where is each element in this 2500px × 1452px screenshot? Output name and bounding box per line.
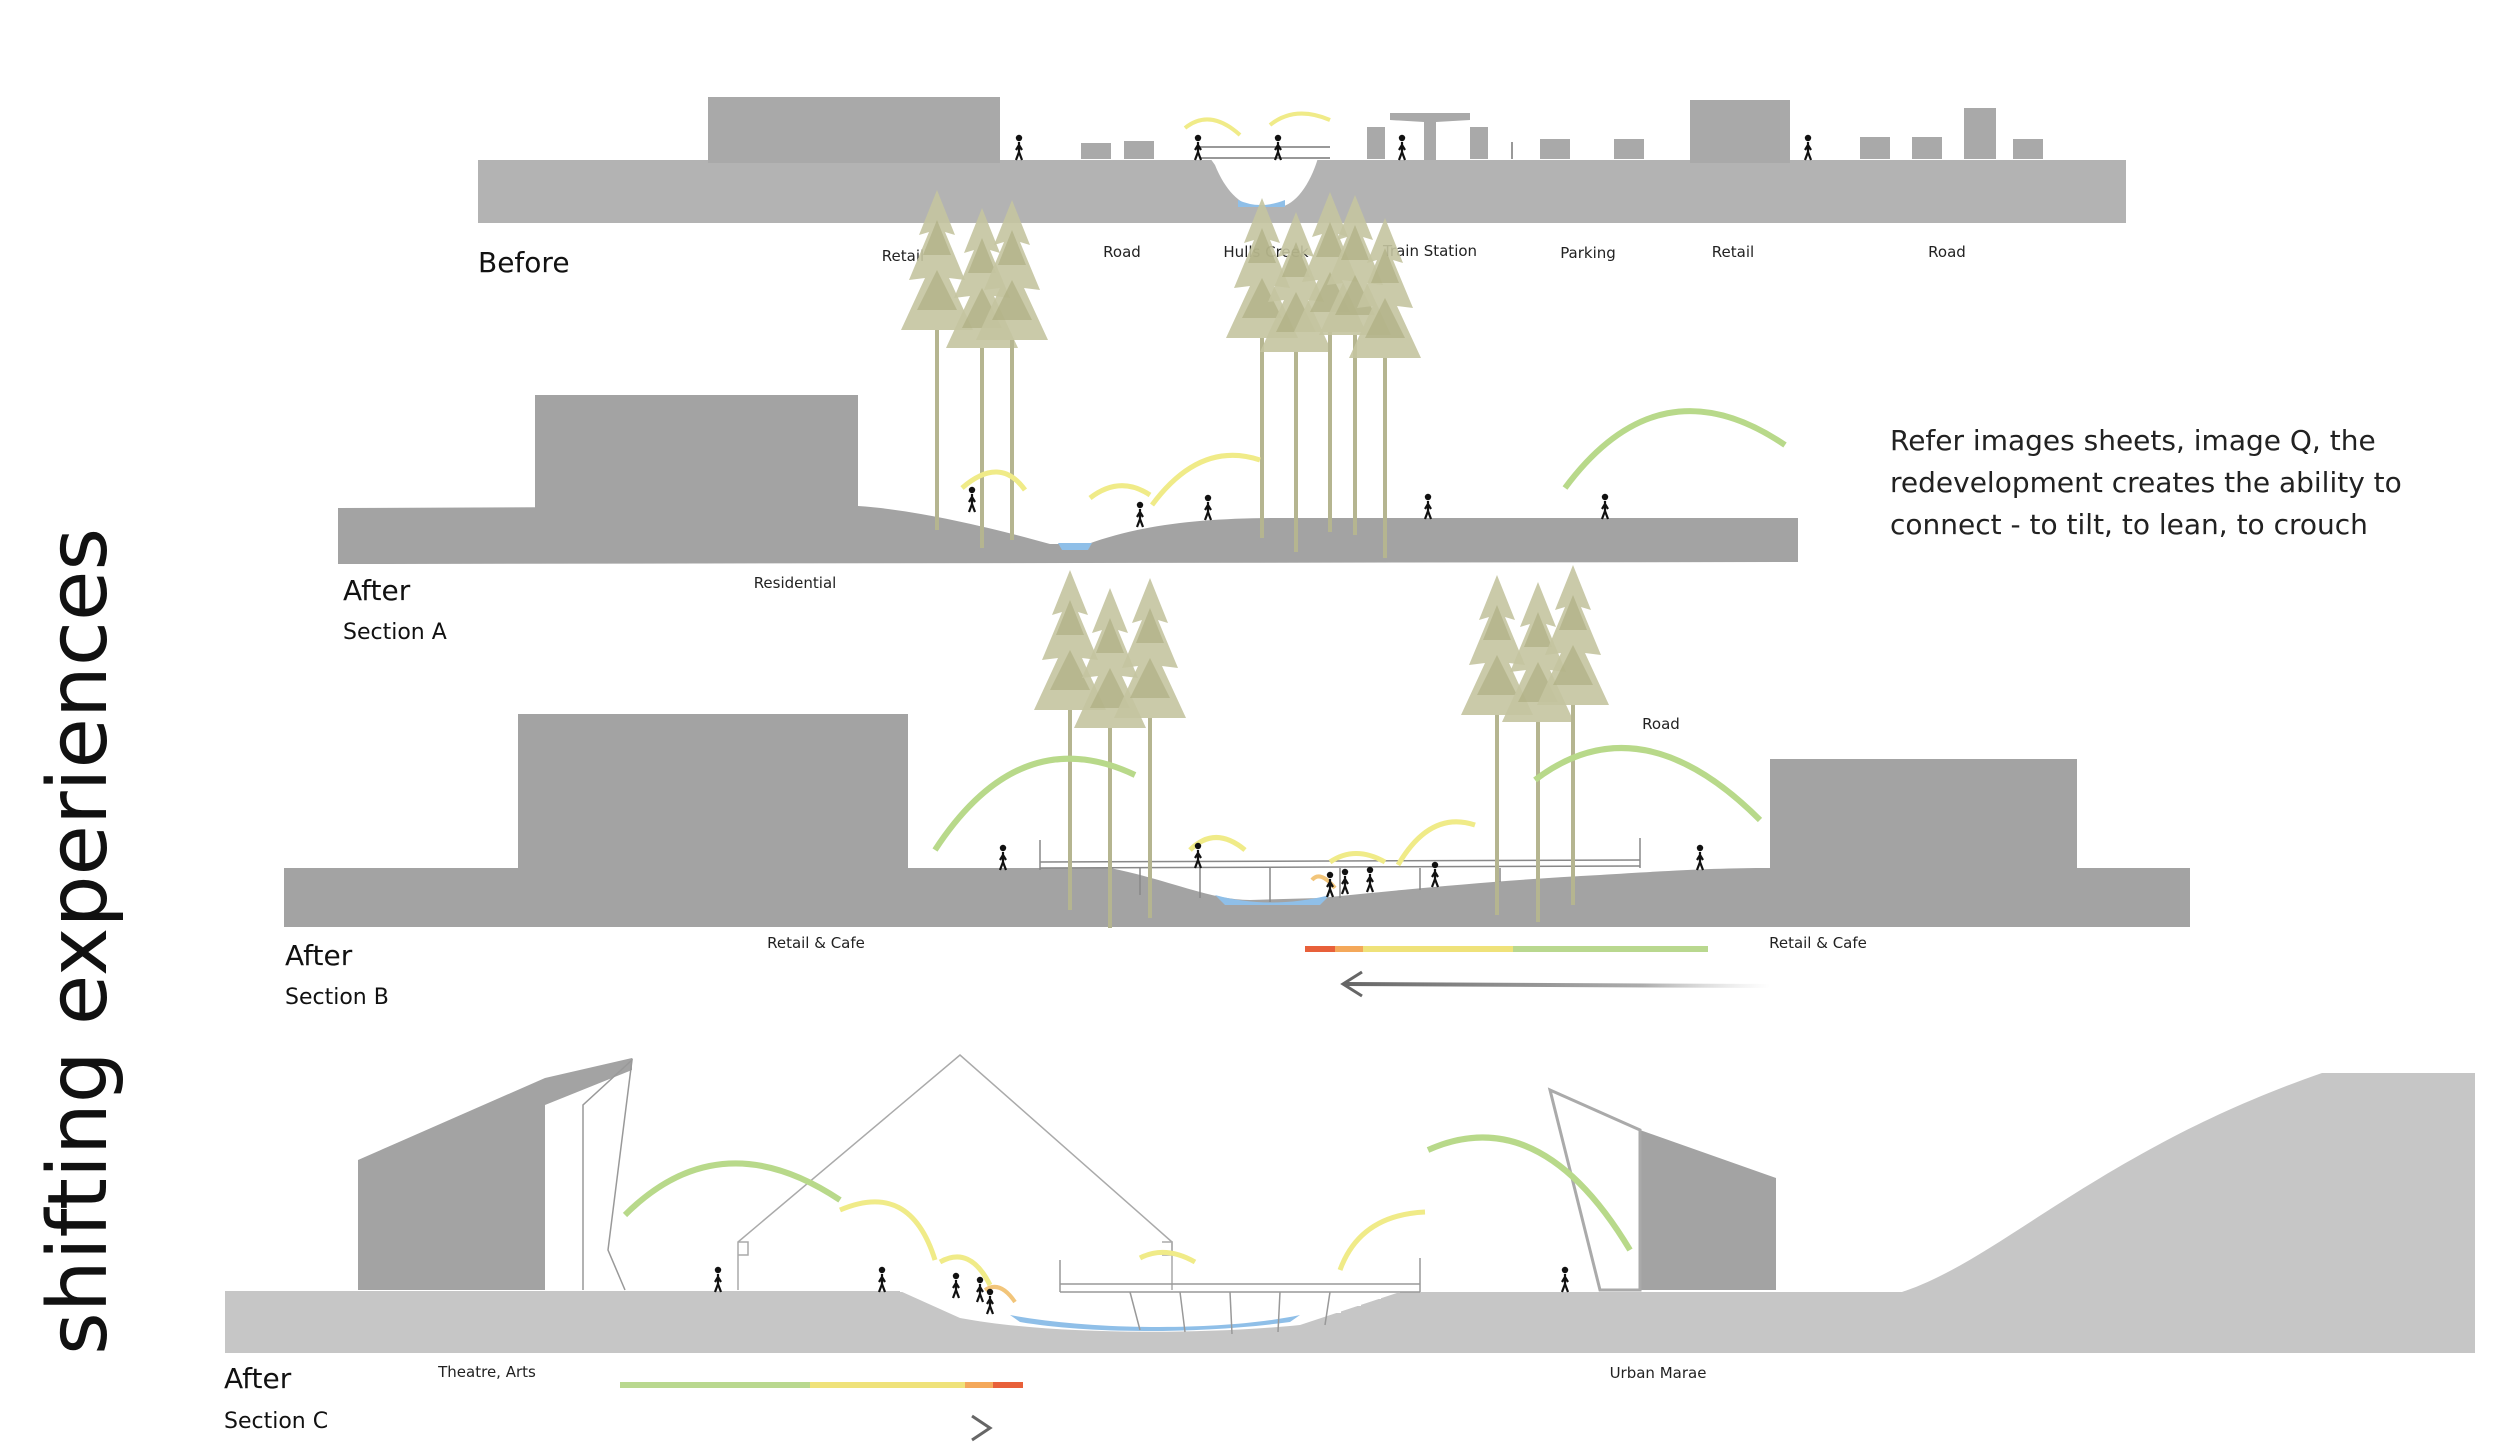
c-theatre-building — [358, 1078, 545, 1290]
b-title: After — [285, 939, 353, 972]
section-a: After Section A Residential — [338, 190, 1798, 645]
before-title: Before — [478, 246, 570, 279]
before-label-road-2: Road — [1928, 243, 1966, 261]
a-ground — [338, 506, 1798, 564]
section-before: Before Retail Road Hulls Creek Train Sta… — [478, 97, 2126, 279]
note-line-3: connect - to tilt, to lean, to crouch — [1890, 508, 2368, 541]
before-retail-building-2 — [1690, 100, 1790, 163]
c-urban-marae-building — [1640, 1130, 1776, 1290]
section-c: After Section C Theatre, Arts Urban Mara… — [224, 1054, 2475, 1442]
b-retail-building-left — [518, 714, 908, 870]
b-ground — [284, 868, 2190, 927]
c-experience-bar — [620, 1382, 1023, 1388]
before-label-parking: Parking — [1560, 244, 1616, 262]
c-marae-outline — [737, 1054, 1173, 1290]
b-creek-water — [1215, 895, 1330, 905]
a-residential-building — [535, 395, 858, 508]
before-creek-cut — [1210, 158, 1318, 207]
note-line-1: Refer images sheets, image Q, the — [1890, 424, 2376, 457]
before-label-road: Road — [1103, 243, 1141, 261]
a-label-residential: Residential — [754, 574, 837, 592]
b-label-retail-cafe-left: Retail & Cafe — [767, 934, 865, 952]
before-label-train-station: Train Station — [1382, 242, 1477, 260]
c-ground — [225, 1073, 2475, 1353]
c-direction-arrow — [570, 1414, 993, 1442]
note-text: Refer images sheets, image Q, the redeve… — [1890, 420, 2450, 546]
b-label-road: Road — [1642, 715, 1680, 733]
section-b: After Section B Retail & Cafe Retail & C… — [284, 565, 2190, 1010]
vertical-title: shifting experiences — [31, 528, 126, 1355]
c-label-urban-marae: Urban Marae — [1610, 1364, 1707, 1382]
before-label-retail: Retail — [882, 247, 924, 265]
b-label-retail-cafe-right: Retail & Cafe — [1769, 934, 1867, 952]
c-creek-water — [1010, 1315, 1300, 1331]
a-title: After — [343, 574, 411, 607]
b-retail-building-right — [1770, 759, 2077, 870]
before-label-retail-2: Retail — [1712, 243, 1754, 261]
b-subtitle: Section B — [285, 985, 389, 1010]
a-creek-water — [1058, 543, 1092, 550]
a-subtitle: Section A — [343, 620, 447, 645]
c-subtitle: Section C — [224, 1409, 328, 1434]
c-bridge — [1059, 1258, 1421, 1335]
b-experience-bar — [1305, 946, 1708, 952]
note-line-2: redevelopment creates the ability to — [1890, 466, 2402, 499]
b-direction-arrow — [1340, 970, 1771, 998]
c-title: After — [224, 1362, 292, 1395]
before-creek-water — [1238, 200, 1285, 207]
before-retail-building — [708, 97, 1000, 163]
c-label-theatre-arts: Theatre, Arts — [437, 1363, 536, 1381]
